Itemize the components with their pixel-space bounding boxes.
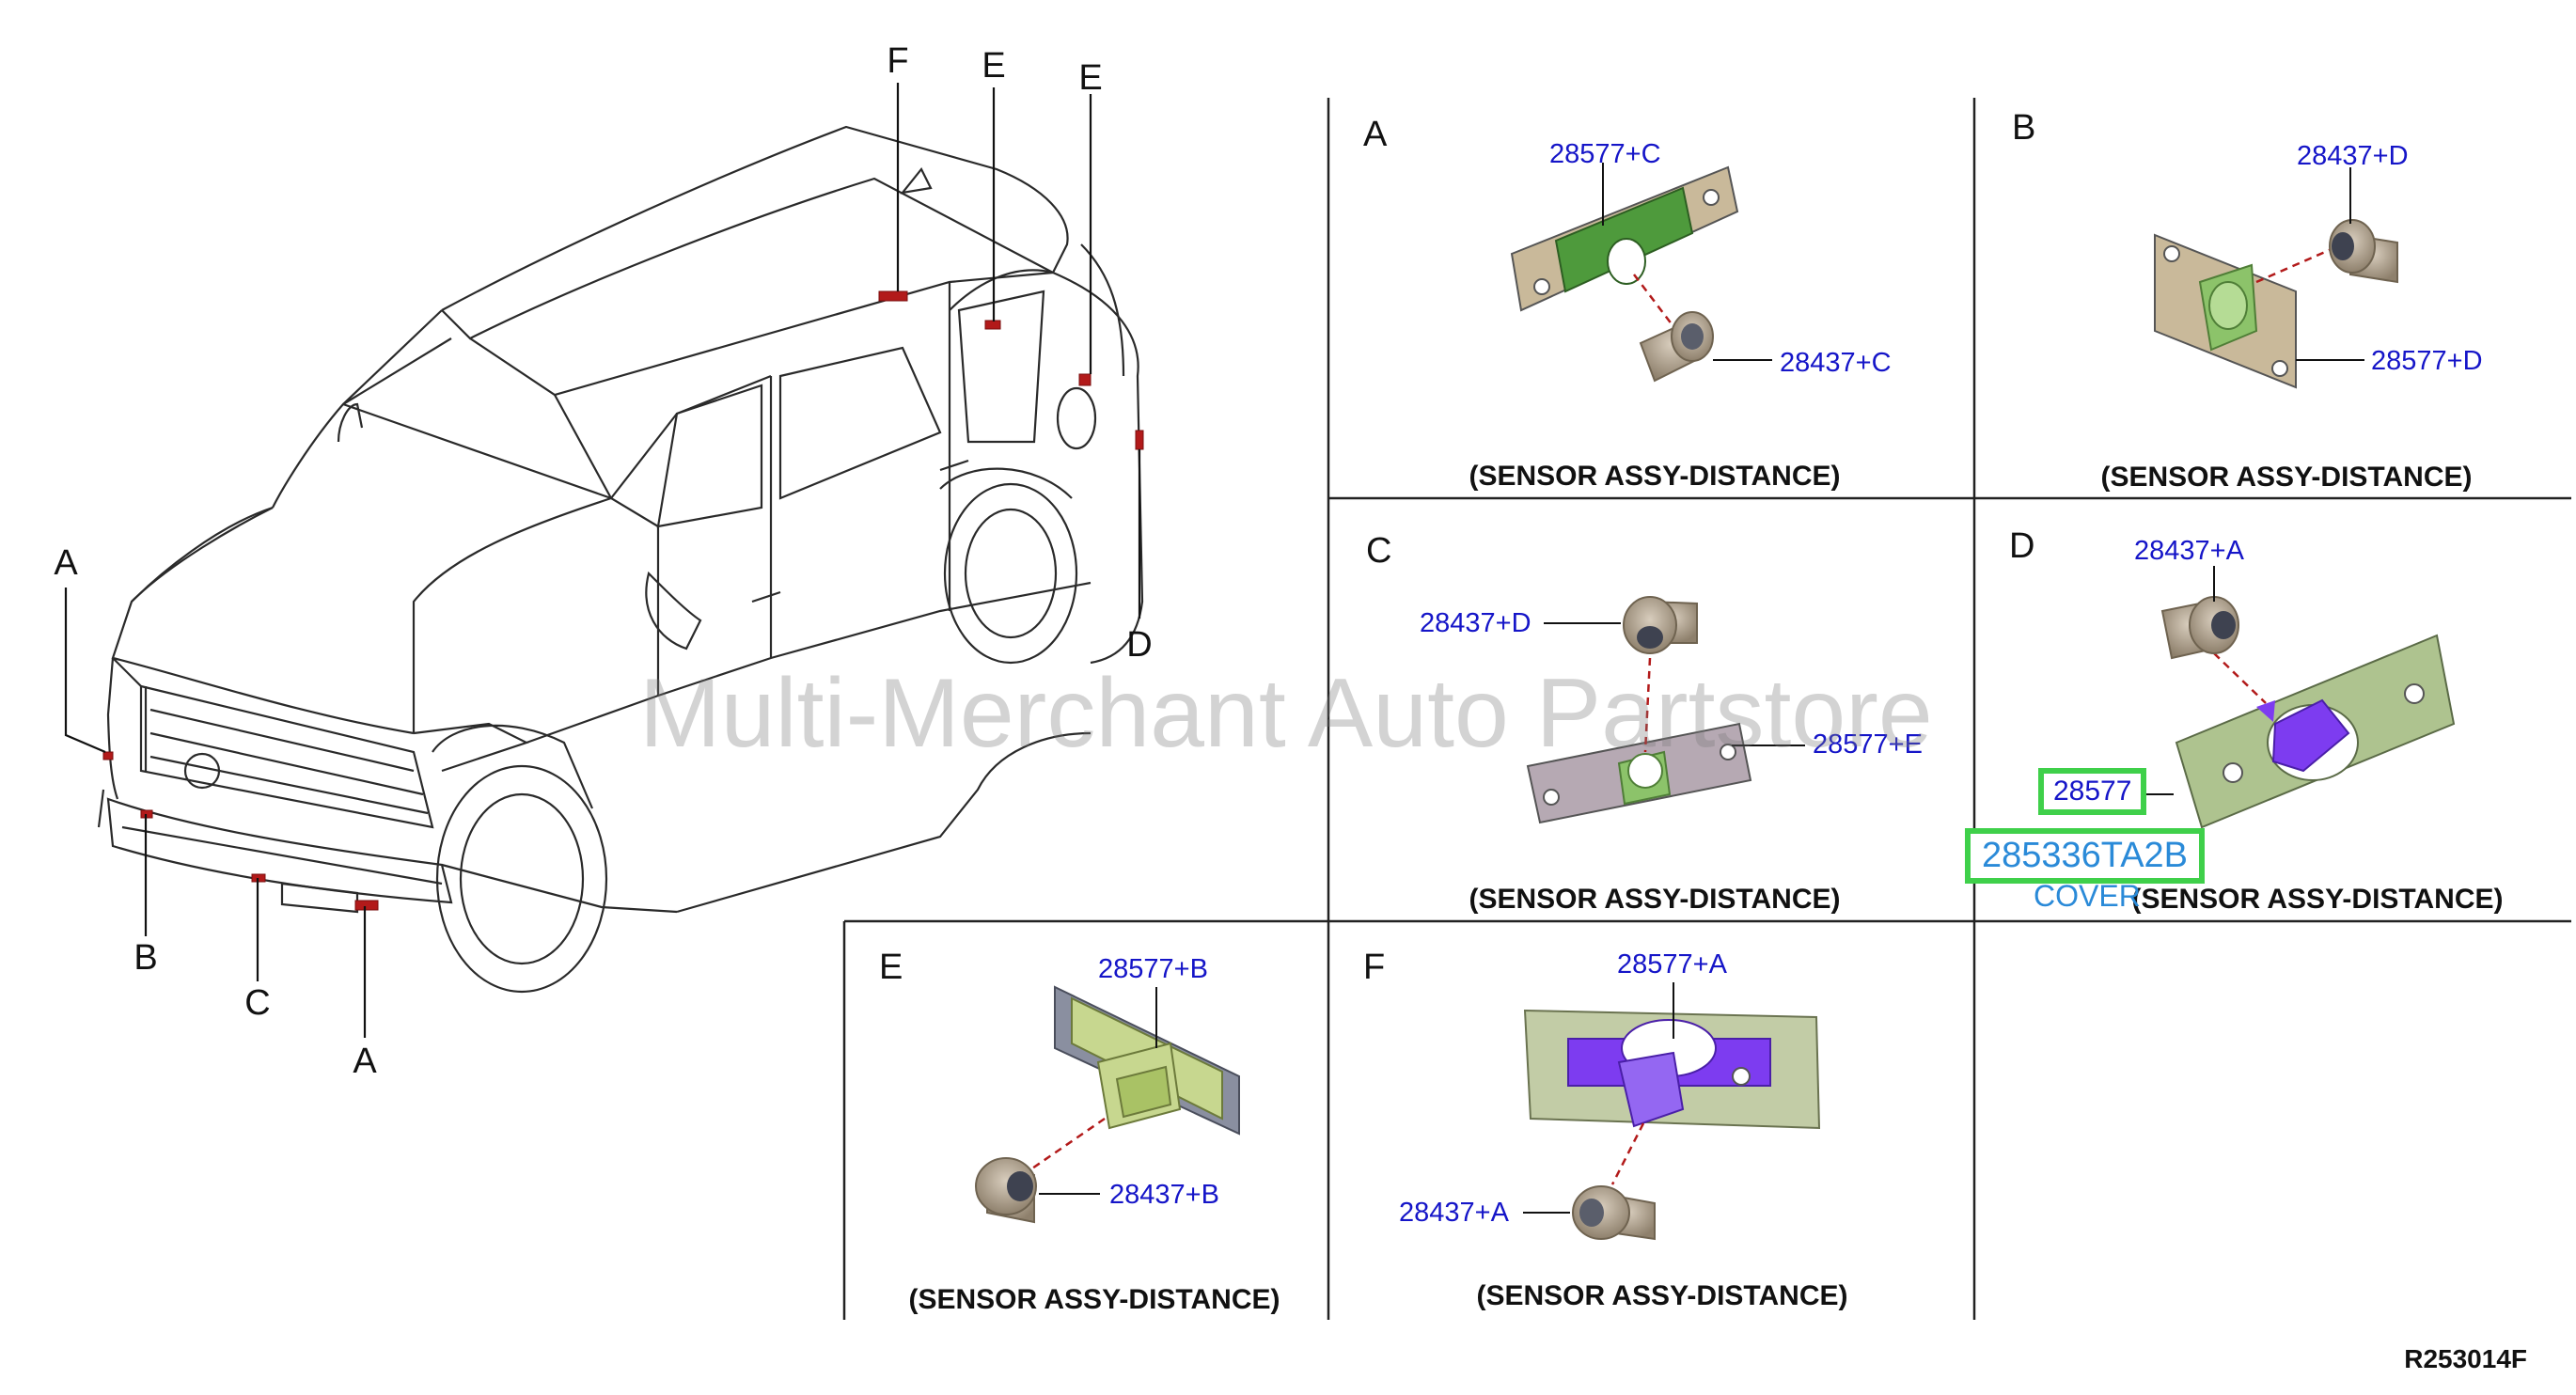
panel-d-drawing [2134, 566, 2456, 829]
vehicle-callout-f: F [887, 41, 909, 81]
panel-e-drawing [975, 985, 1240, 1224]
panel-f-caption: (SENSOR ASSY-DISTANCE) [1476, 1280, 1848, 1311]
panel-c-drawing [1526, 596, 1805, 824]
vehicle-leaders [64, 83, 1141, 1038]
panel-e-part-bracket[interactable]: 28577+B [1098, 954, 1208, 984]
panel-f-part-sensor[interactable]: 28437+A [1399, 1198, 1509, 1228]
vehicle-callout-a-upper: A [54, 543, 78, 583]
vehicle-drawing [97, 125, 1144, 994]
reference-code: R253014F [2404, 1344, 2527, 1373]
panel-d-part-sensor[interactable]: 28437+A [2134, 536, 2244, 566]
panel-b-letter: B [2012, 108, 2036, 148]
watermark-text: Multi-Merchant Auto Partstore [639, 659, 1933, 768]
panel-b-part-bracket[interactable]: 28577+D [2371, 346, 2483, 376]
panel-f-drawing [1523, 982, 1821, 1241]
sensor-markers [102, 290, 1144, 911]
vehicle-callout-c: C [244, 983, 271, 1023]
panel-a-part-sensor[interactable]: 28437+C [1780, 348, 1892, 378]
vehicle-callout-a-lower: A [353, 1042, 377, 1081]
panel-e-part-sensor[interactable]: 28437+B [1109, 1180, 1219, 1210]
panel-d-caption: (SENSOR ASSY-DISTANCE) [2131, 884, 2504, 915]
panel-b-part-sensor[interactable]: 28437+D [2297, 141, 2409, 171]
panel-a-drawing [1510, 163, 1772, 383]
panel-b-caption: (SENSOR ASSY-DISTANCE) [2100, 462, 2473, 493]
vehicle-callout-d: D [1126, 625, 1153, 665]
vehicle-callout-e-roof: E [982, 46, 1006, 86]
panel-c-letter: C [1366, 531, 1392, 571]
vehicle-callout-b: B [134, 938, 158, 978]
panel-f-part-bracket[interactable]: 28577+A [1617, 949, 1727, 980]
panel-c-part-bracket[interactable]: 28577+E [1813, 729, 1923, 760]
panel-d-letter: D [2009, 526, 2035, 566]
highlighted-full-part-number[interactable]: 285336TA2B [1965, 828, 2206, 884]
panel-b-drawing [2154, 167, 2398, 389]
vehicle-callout-e-rear: E [1078, 58, 1103, 98]
panel-a-caption: (SENSOR ASSY-DISTANCE) [1469, 461, 1841, 492]
cover-label: COVER [2034, 879, 2141, 913]
panel-c-part-sensor[interactable]: 28437+D [1420, 608, 1531, 638]
panel-f-letter: F [1363, 948, 1386, 987]
panel-grid [842, 98, 2571, 1320]
panel-e-letter: E [879, 948, 903, 987]
panel-c-caption: (SENSOR ASSY-DISTANCE) [1469, 884, 1841, 915]
panel-e-caption: (SENSOR ASSY-DISTANCE) [908, 1284, 1280, 1315]
panel-a-letter: A [1363, 115, 1388, 154]
highlighted-part-number[interactable]: 28577 [2038, 768, 2147, 815]
panel-a-part-bracket[interactable]: 28577+C [1549, 139, 1661, 169]
